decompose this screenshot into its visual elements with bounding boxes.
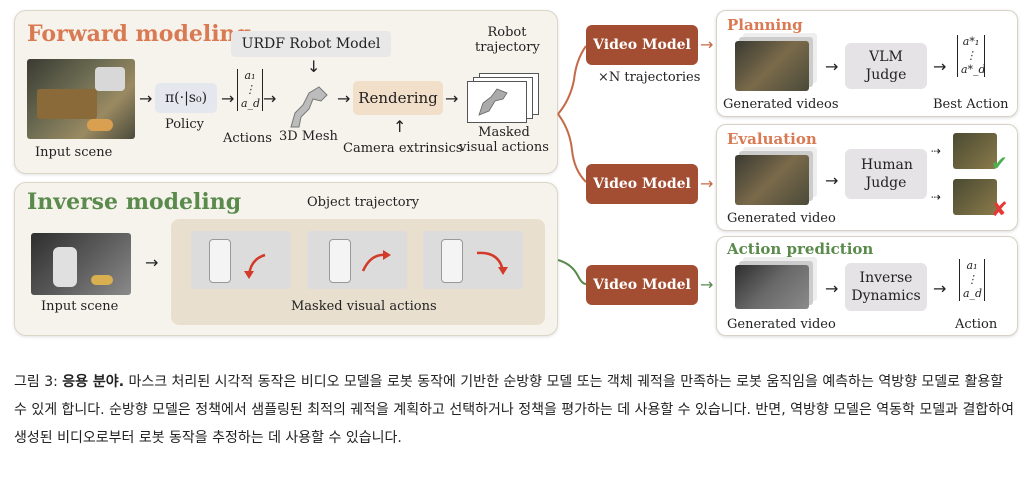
rendering-label: Rendering (358, 89, 438, 107)
arrow-right-icon: → (700, 35, 714, 54)
best-action-label: Best Action (933, 97, 1009, 112)
vector-entry: a*₁ (962, 35, 980, 48)
action-prediction-panel: Action prediction Generated video → Inve… (716, 236, 1018, 336)
video-model-label: Video Model (593, 277, 691, 293)
policy-label: Policy (165, 117, 204, 132)
arrow-right-icon: → (933, 57, 947, 76)
forward-input-scene-label: Input scene (35, 145, 113, 160)
actions-label: Actions (223, 131, 272, 146)
connector-arrows (557, 45, 587, 285)
evaluation-outcome-image (953, 133, 997, 169)
arrow-right-icon: → (145, 253, 159, 272)
dotted-arrow-icon: ⇢ (931, 190, 942, 204)
forward-modeling-title: Forward modeling (27, 21, 251, 47)
forward-input-scene-image (27, 59, 135, 139)
rendering-box: Rendering (353, 81, 443, 115)
robot-trajectory-label: Robot trajectory (475, 25, 540, 55)
planning-generated-label: Generated videos (723, 97, 839, 112)
forward-modeling-panel: Forward modeling Input scene → π(·|s₀) P… (14, 10, 558, 174)
best-action-vector: a*₁ ⋮ a*_d (957, 35, 986, 77)
arrow-right-icon: → (825, 171, 839, 190)
arrow-right-icon: → (337, 89, 351, 108)
inverse-input-scene-image (31, 233, 131, 295)
arrow-right-icon: → (700, 275, 714, 294)
cross-icon: ✘ (991, 197, 1008, 221)
robot-mesh-icon (290, 86, 328, 128)
arrow-right-icon: → (700, 174, 714, 193)
evaluation-generated-video-image (735, 155, 809, 205)
caption-prefix: 그림 3: (14, 374, 63, 390)
check-icon: ✔ (991, 151, 1008, 175)
vector-entry: ⋮ (244, 83, 256, 96)
action-vector: a₁ ⋮ a_d (959, 259, 985, 301)
planning-generated-video-image (735, 41, 809, 91)
masked-visual-actions-label: Masked visual actions (459, 125, 549, 155)
evaluation-title: Evaluation (727, 130, 817, 148)
arrow-right-icon: → (263, 89, 277, 108)
masked-frame (191, 231, 291, 289)
planning-panel: Planning Generated videos → VLM Judge → … (716, 10, 1018, 117)
planning-title: Planning (727, 16, 803, 34)
evaluation-outcome-image (953, 179, 997, 215)
camera-extrinsics-label: Camera extrinsics (343, 141, 463, 156)
evaluation-panel: Evaluation Generated video → Human Judge… (716, 124, 1018, 231)
inverse-masked-label: Masked visual actions (291, 299, 437, 314)
inverse-dynamics-label: Inverse Dynamics (851, 270, 921, 304)
object-trajectory-label: Object trajectory (307, 195, 420, 210)
evaluation-generated-label: Generated video (727, 211, 836, 226)
arrow-up-icon: ↑ (393, 117, 407, 136)
human-judge-box: Human Judge (845, 149, 927, 199)
human-judge-label: Human Judge (861, 157, 913, 191)
urdf-label: URDF Robot Model (241, 36, 381, 52)
arrow-right-icon: → (825, 57, 839, 76)
inverse-modeling-title: Inverse modeling (27, 189, 242, 215)
vector-entry: a₁ (244, 69, 256, 82)
urdf-robot-model-box: URDF Robot Model (231, 31, 391, 57)
inverse-modeling-panel: Inverse modeling Object trajectory Input… (14, 182, 558, 336)
action-prediction-generated-label: Generated video (727, 317, 836, 332)
video-model-evaluation: Video Model (586, 164, 698, 204)
masked-visual-actions-panel: Masked visual actions (171, 219, 545, 325)
vector-entry: ⋮ (966, 273, 978, 286)
caption-bold: 응용 분야. (62, 374, 125, 390)
arrow-right-icon: → (933, 279, 947, 298)
dotted-arrow-icon: ⇢ (931, 144, 942, 158)
vector-entry: a*_d (961, 63, 986, 76)
video-model-action-prediction: Video Model (586, 265, 698, 305)
action-prediction-title: Action prediction (727, 240, 874, 258)
figure-caption: 그림 3: 응용 분야. 마스크 처리된 시각적 동작은 비디오 모델을 로봇 … (14, 368, 1019, 452)
video-model-label: Video Model (593, 37, 691, 53)
video-model-planning: Video Model (586, 25, 698, 65)
arrow-right-icon: → (221, 89, 235, 108)
masked-frame (307, 231, 407, 289)
vlm-judge-box: VLM Judge (845, 43, 927, 89)
vector-entry: a_d (963, 287, 983, 300)
mesh-label: 3D Mesh (279, 129, 338, 144)
n-trajectories-label: ×N trajectories (598, 70, 701, 85)
actions-vector: a₁ ⋮ a_d (237, 69, 263, 111)
vector-entry: a₁ (966, 259, 978, 272)
video-model-label: Video Model (593, 176, 691, 192)
action-label: Action (955, 317, 998, 332)
vector-entry: ⋮ (965, 49, 977, 62)
robot-trajectory-text: Robot trajectory (475, 25, 540, 55)
inverse-dynamics-box: Inverse Dynamics (845, 263, 927, 311)
vlm-judge-label: VLM Judge (865, 49, 907, 83)
robot-trajectory-frames (463, 73, 545, 123)
masked-frame (423, 231, 523, 289)
masked-actions-text: Masked visual actions (459, 125, 549, 155)
arrow-down-icon: ↓ (307, 57, 321, 76)
vector-entry: a_d (241, 97, 261, 110)
arrow-right-icon: → (445, 89, 459, 108)
inverse-input-scene-label: Input scene (41, 299, 119, 314)
arrow-right-icon: → (825, 279, 839, 298)
arrow-right-icon: → (139, 89, 153, 108)
policy-formula: π(·|s₀) (164, 90, 208, 106)
policy-box: π(·|s₀) (155, 83, 217, 113)
action-prediction-generated-video-image (735, 265, 809, 309)
caption-text: 마스크 처리된 시각적 동작은 비디오 모델을 로봇 동작에 기반한 순방향 모… (14, 374, 1014, 446)
